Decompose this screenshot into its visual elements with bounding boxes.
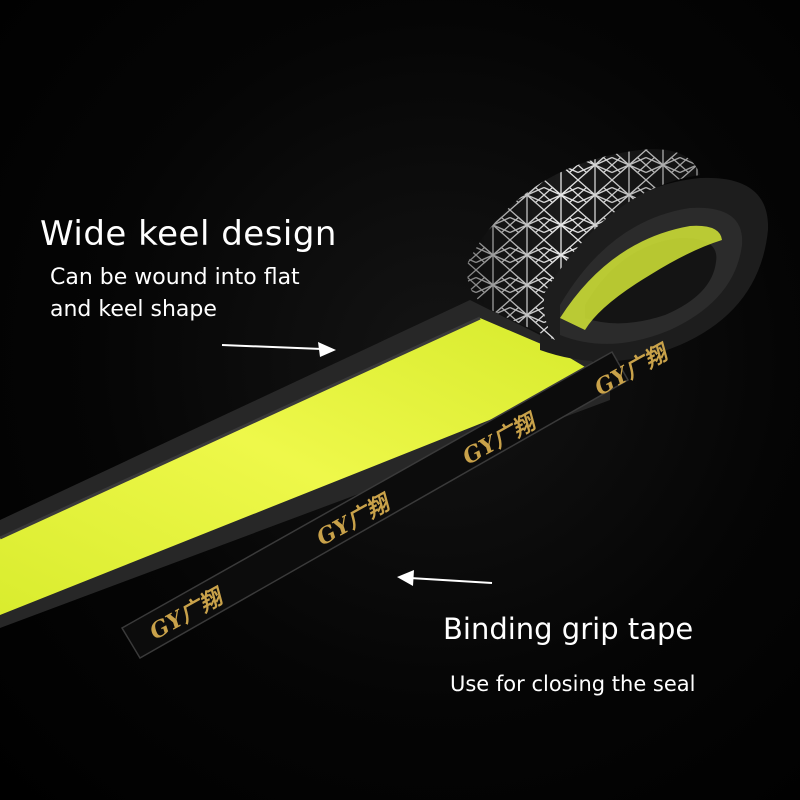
keel-design-description: Can be wound into flat and keel shape — [50, 262, 300, 326]
tape-strip-yellow — [0, 318, 600, 615]
keel-design-title: Wide keel design — [40, 214, 337, 254]
binding-tape-description: Use for closing the seal — [450, 672, 696, 696]
arrow-right-icon — [221, 342, 336, 357]
keel-design-line-1: Can be wound into flat — [50, 265, 300, 290]
binding-tape — [120, 350, 630, 660]
binding-tape-title: Binding grip tape — [443, 612, 694, 646]
arrow-left-icon — [397, 570, 493, 586]
keel-design-line-2: and keel shape — [50, 297, 217, 322]
